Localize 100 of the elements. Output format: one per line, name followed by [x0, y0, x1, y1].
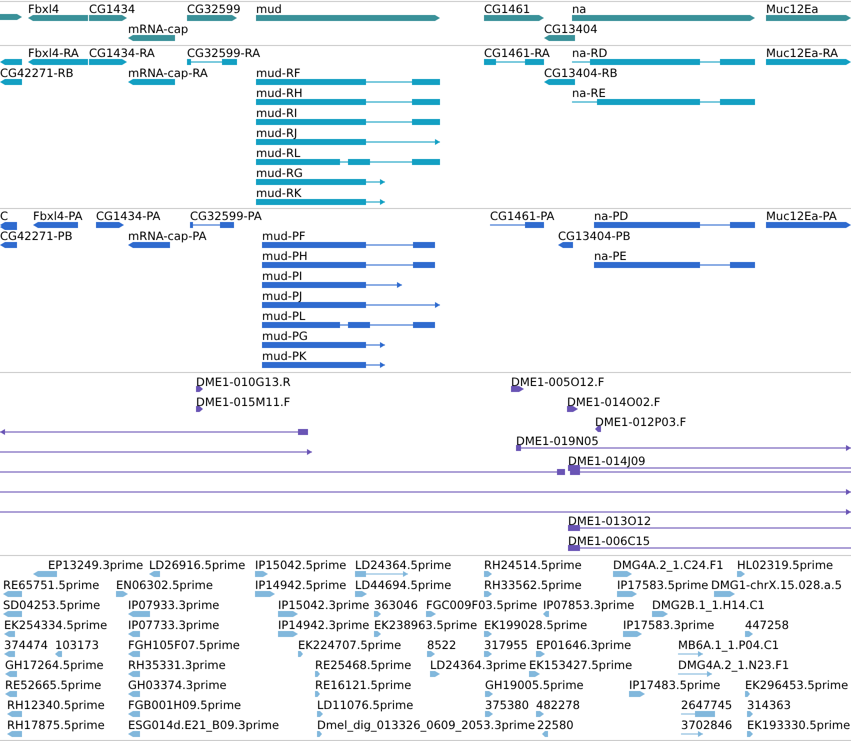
feature-label: CG1434-RA	[89, 47, 155, 60]
feature-label: EK153427.5prime	[529, 659, 632, 672]
feature-label: C	[0, 210, 8, 223]
feature-label: mRNA-cap	[128, 23, 188, 36]
feature-label: RH12340.5prime	[7, 699, 105, 712]
feature-label: EK199028.5prime	[484, 619, 588, 632]
feature-label: 8522	[427, 639, 456, 652]
feature-label: EN06302.5prime	[116, 579, 213, 592]
feature-label: EK254334.5prime	[4, 619, 108, 632]
feature-label: Muc12Ea-RA	[766, 47, 838, 60]
feature-label: CG32599	[187, 3, 241, 16]
feature-label: IP17583.5prime	[617, 579, 708, 592]
feature-label: RE65751.5prime	[3, 579, 100, 592]
feature-label: DME1-010G13.R	[196, 376, 291, 389]
feature-label: EK238963.5prime	[374, 619, 478, 632]
feature-label: CG42271-PB	[0, 230, 72, 243]
feature-label: mud	[256, 3, 282, 16]
feature-label: MB6A.1_1.P04.C1	[678, 639, 780, 652]
feature-label: CG32599-PA	[190, 210, 262, 223]
feature-label: mud-RH	[256, 87, 303, 100]
feature-label: CG42271-RB	[0, 67, 74, 80]
feature-label: RE25468.5prime	[315, 659, 412, 672]
feature-label: LD26916.5prime	[149, 559, 246, 572]
feature-label: CG1434-PA	[96, 210, 160, 223]
feature-label: FGB001H09.5prime	[128, 699, 242, 712]
feature-label: Muc12Ea	[766, 3, 818, 16]
feature-label: mRNA-cap-RA	[128, 67, 208, 80]
feature-label: HL02319.5prime	[737, 559, 834, 572]
feature-label: na-PE	[594, 250, 627, 263]
feature-label: 374474	[4, 639, 48, 652]
feature-label: Fbxl4	[28, 3, 60, 16]
feature-label: IP14942.5prime	[255, 579, 346, 592]
feature-label: CG1434	[89, 3, 136, 16]
feature-label: DME1-012P03.F	[595, 416, 686, 429]
feature-label: CG13404	[544, 23, 598, 36]
feature-label: GH19005.5prime	[485, 679, 584, 692]
feature-label: EP13249.3prime	[48, 559, 144, 572]
feature-label: IP17583.3prime	[623, 619, 714, 632]
feature-label: RH35331.3prime	[128, 659, 226, 672]
feature-label: mud-RF	[256, 67, 301, 80]
feature-label: 482278	[536, 699, 580, 712]
feature-label: RE52665.5prime	[5, 679, 102, 692]
feature-label: DME1-013O12	[568, 515, 652, 528]
feature-label: mud-RG	[256, 167, 303, 180]
feature-label: mud-PI	[262, 270, 302, 283]
feature-label: CG32599-RA	[187, 47, 260, 60]
feature-label: DME1-019N05	[516, 435, 599, 448]
feature-label: RE16121.5prime	[315, 679, 412, 692]
feature-label: mud-RI	[256, 107, 298, 120]
feature-label: IP15042.5prime	[255, 559, 346, 572]
feature-label: mud-PG	[262, 330, 308, 343]
feature-label: IP07853.3prime	[543, 599, 634, 612]
feature-label: DMG4A.2_1.N23.F1	[678, 659, 790, 672]
feature-label: na-RD	[572, 47, 608, 60]
feature-label: mud-RJ	[256, 127, 298, 140]
feature-label: DME1-014J09	[568, 455, 646, 468]
feature-label: mud-PL	[262, 310, 306, 323]
feature-label: CG1461-PA	[490, 210, 554, 223]
feature-label: EK296453.5prime	[745, 679, 848, 692]
feature-label: IP15042.3prime	[278, 599, 370, 612]
feature-label: DME1-015M11.F	[196, 396, 290, 409]
feature-label: na-PD	[594, 210, 628, 223]
feature-label: DMG4A.2_1.C24.F1	[613, 559, 724, 572]
feature-label: CG1461	[484, 3, 530, 16]
feature-label: na	[572, 3, 586, 16]
feature-label: RH33562.5prime	[484, 579, 582, 592]
feature-label: CG13404-PB	[558, 230, 630, 243]
feature-label: 363046	[374, 599, 418, 612]
feature-label: LD24364.5prime	[355, 559, 452, 572]
feature-label: EK224707.5prime	[298, 639, 402, 652]
feature-label: EP01646.3prime	[536, 639, 632, 652]
feature-label: 447258	[745, 619, 789, 632]
feature-label: DME1-014O02.F	[567, 396, 660, 409]
feature-label: mud-PH	[262, 250, 308, 263]
feature-label: DME1-006C15	[568, 535, 650, 548]
feature-label: IP07733.3prime	[128, 619, 220, 632]
feature-label: RH24514.5prime	[484, 559, 582, 572]
feature-label: DMG1-chrX.15.028.a.5	[711, 579, 842, 592]
feature-label: 317955	[484, 639, 528, 652]
feature-label: Dmel_dig_013326_0609_2053.3prime	[317, 719, 536, 732]
feature-label: mud-PF	[262, 230, 306, 243]
feature-label: 3702846	[681, 719, 732, 732]
feature-label: ESG014d.E21_B09.3prime	[128, 719, 280, 732]
feature-label: mud-PJ	[262, 290, 302, 303]
feature-label: LD11076.5prime	[317, 699, 414, 712]
feature-label: 375380	[485, 699, 529, 712]
feature-label: 2647745	[681, 699, 732, 712]
feature-label: mud-RL	[256, 147, 300, 160]
feature-label: Fbxl4-PA	[33, 210, 82, 223]
feature-label: DMG2B.1_1.H14.C1	[652, 599, 765, 612]
feature-label: Muc12Ea-PA	[766, 210, 837, 223]
feature-label: Fbxl4-RA	[28, 47, 79, 60]
feature-label: 22580	[537, 719, 574, 732]
feature-label: 314363	[747, 699, 791, 712]
feature-label: IP17483.5prime	[629, 679, 720, 692]
feature-label: EK193330.5prime	[747, 719, 850, 732]
feature-label: mRNA-cap-PA	[128, 230, 206, 243]
feature-label: LD24364.3prime	[430, 659, 526, 672]
feature-label: mud-PK	[262, 350, 306, 363]
feature-label: 103173	[55, 639, 99, 652]
